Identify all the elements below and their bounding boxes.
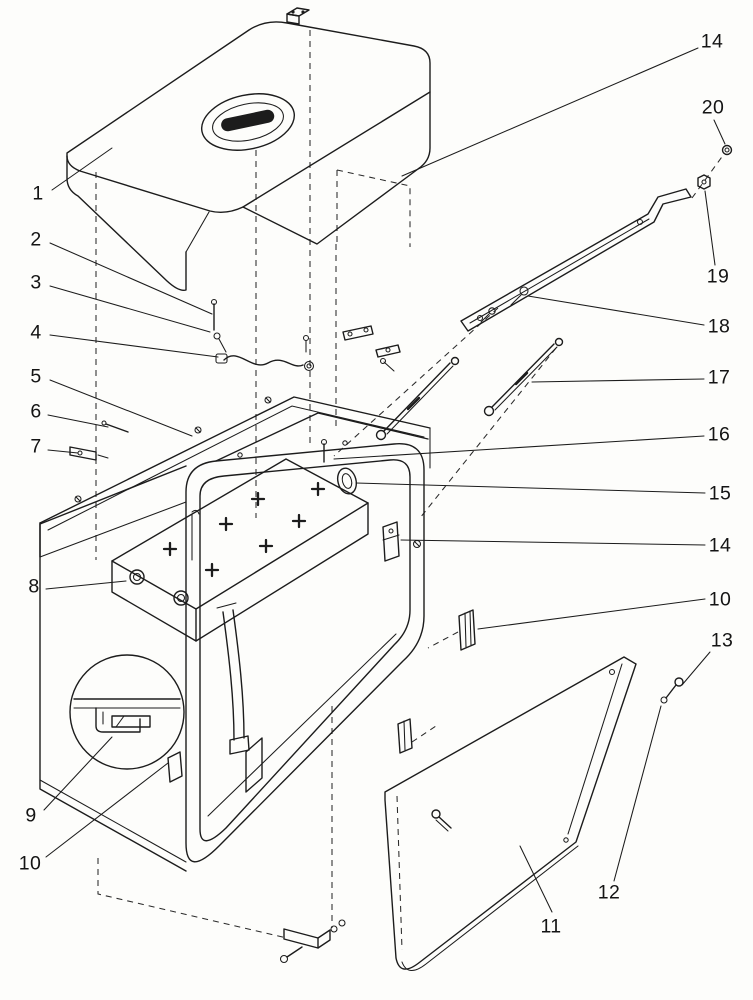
callout-10-left: 10: [18, 852, 42, 875]
callout-14-side: 14: [708, 534, 732, 557]
callout-19: 19: [706, 265, 730, 288]
wing-screw-12: [431, 809, 452, 832]
callout-3: 3: [30, 271, 42, 294]
callout-13: 13: [710, 629, 734, 652]
bottom-bracket: [279, 919, 346, 964]
lid-handle: [200, 93, 296, 151]
ground-cable-assembly: [210, 298, 315, 372]
callout-17: 17: [707, 366, 731, 389]
mounting-rail: [460, 144, 733, 332]
lid: [66, 7, 431, 291]
nut-20: [721, 144, 733, 156]
hinge-brackets: [342, 325, 401, 372]
lid-latch: [286, 7, 310, 25]
callout-10-right: 10: [708, 588, 732, 611]
callout-9: 9: [25, 804, 37, 827]
callout-18: 18: [707, 315, 731, 338]
nut-19: [697, 174, 711, 190]
catch-bracket: [382, 521, 422, 562]
callout-1: 1: [32, 182, 44, 205]
mounting-tray: [39, 396, 431, 558]
callout-11: 11: [540, 915, 562, 938]
battery: [111, 458, 369, 642]
callout-15: 15: [708, 482, 732, 505]
hold-down-strap: [191, 509, 250, 755]
callout-14-top: 14: [700, 30, 724, 53]
spacer-blocks: [397, 609, 476, 754]
callout-12: 12: [597, 881, 621, 904]
callout-5: 5: [30, 365, 42, 388]
callout-2: 2: [30, 228, 42, 251]
left-small-parts: [69, 420, 129, 461]
wing-screw-13: [660, 677, 684, 704]
callout-4: 4: [30, 321, 42, 344]
clamp-detail-view: [69, 654, 185, 770]
callout-6: 6: [30, 400, 42, 423]
battery-box: [39, 412, 429, 872]
spacer-left: [167, 751, 183, 783]
callout-20: 20: [701, 96, 725, 119]
leader-lines: [43, 47, 726, 913]
callout-7: 7: [30, 435, 42, 458]
callout-8: 8: [28, 575, 40, 598]
callout-16: 16: [707, 423, 731, 446]
door-panel: [384, 656, 684, 972]
linkage-rods: [375, 337, 564, 441]
